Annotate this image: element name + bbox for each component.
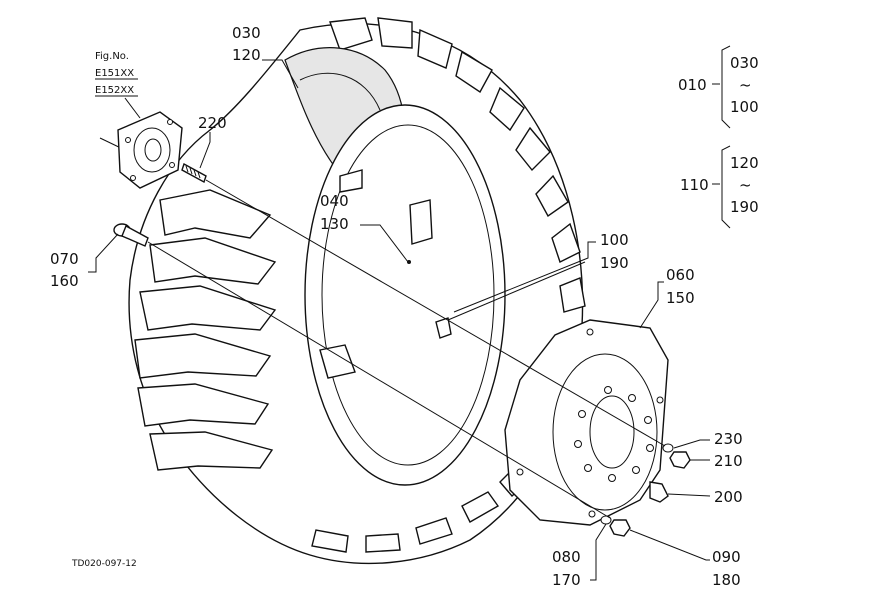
callout-040: 040 xyxy=(320,192,349,210)
callout-080: 080 xyxy=(552,548,581,566)
drawing-code: TD020-097-12 xyxy=(71,559,137,569)
valve-icon xyxy=(435,317,452,339)
wheel-disc xyxy=(504,319,669,526)
fig-line-2: E152XX xyxy=(95,85,134,96)
nut-090 xyxy=(609,519,631,537)
callout-labels: 030 120 040 130 070 160 220 100 190 060 … xyxy=(50,24,743,589)
bolt-200 xyxy=(649,481,669,503)
rim-bracket-upper xyxy=(409,199,433,245)
range-110-from: 120 xyxy=(730,154,759,172)
callout-060: 060 xyxy=(666,266,695,284)
callout-090: 090 xyxy=(712,548,741,566)
range-110-label: 110 xyxy=(680,176,709,194)
tire-chevrons xyxy=(134,189,277,471)
rim-center-dot xyxy=(407,260,411,264)
disc-bolt-holes xyxy=(516,328,664,518)
callout-100: 100 xyxy=(600,231,629,249)
callout-150: 150 xyxy=(666,289,695,307)
stud-bolt xyxy=(181,162,207,184)
range-010-from: 030 xyxy=(730,54,759,72)
nut-210 xyxy=(669,451,691,469)
bolt-070 xyxy=(113,223,149,247)
callout-160: 160 xyxy=(50,272,79,290)
range-110-to: 190 xyxy=(730,198,759,216)
hub-flange xyxy=(99,111,183,189)
callout-190: 190 xyxy=(600,254,629,272)
callout-170: 170 xyxy=(552,571,581,589)
range-110-sep: ~ xyxy=(739,176,752,194)
figure-reference: Fig.No. E151XX E152XX xyxy=(95,51,138,97)
callout-230: 230 xyxy=(714,430,743,448)
range-010-to: 100 xyxy=(730,98,759,116)
callout-180: 180 xyxy=(712,571,741,589)
rim-bracket-top xyxy=(339,169,363,193)
callout-070: 070 xyxy=(50,250,79,268)
washer-230 xyxy=(662,443,674,453)
range-010-label: 010 xyxy=(678,76,707,94)
callout-210: 210 xyxy=(714,452,743,470)
rim-bracket-lower xyxy=(319,344,356,379)
callout-220: 220 xyxy=(198,114,227,132)
assembly-lines xyxy=(147,179,666,519)
fig-heading: Fig.No. xyxy=(95,51,129,62)
callout-120: 120 xyxy=(232,46,261,64)
range-010-sep: ~ xyxy=(739,76,752,94)
leader-lines xyxy=(88,45,731,581)
callout-200: 200 xyxy=(714,488,743,506)
fig-line-1: E151XX xyxy=(95,68,134,79)
callout-030: 030 xyxy=(232,24,261,42)
callout-130: 130 xyxy=(320,215,349,233)
range-110: 110 120 ~ 190 xyxy=(680,154,759,216)
range-010: 010 030 ~ 100 xyxy=(678,54,759,116)
